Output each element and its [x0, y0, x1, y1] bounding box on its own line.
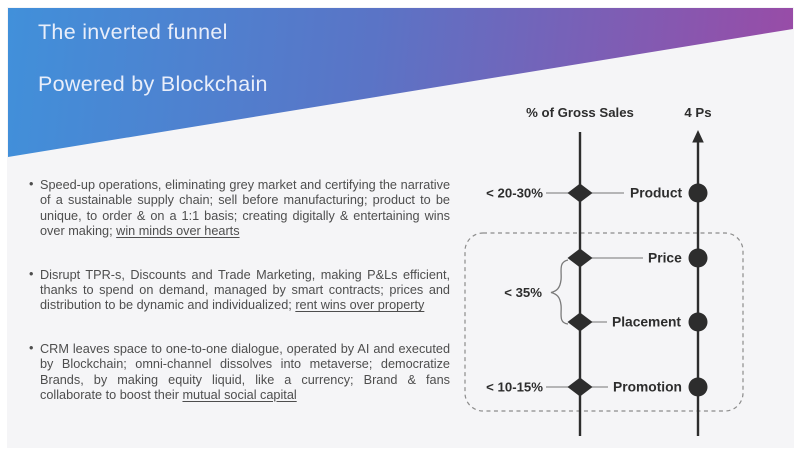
brace-icon: [550, 259, 569, 325]
diamond-marker-price: [567, 248, 593, 268]
slide: The inverted funnel Powered by Blockchai…: [7, 7, 794, 448]
bullet-underline-phrase: mutual social capital: [182, 388, 297, 403]
arrow-up-icon: [692, 130, 704, 143]
bullet-underline-phrase: rent wins over property: [295, 298, 425, 313]
circle-marker-promotion: [688, 377, 708, 397]
bullet-list: • Speed-up operations, eliminating grey …: [23, 177, 450, 431]
four-ps-axis-title: 4 Ps: [684, 105, 711, 120]
circle-marker-placement: [688, 312, 708, 332]
dashed-group-box: [464, 232, 744, 412]
label-price: Price: [648, 251, 682, 266]
diamond-marker-product: [567, 183, 593, 203]
bullet-dot: •: [29, 340, 34, 355]
bullet-item-operations: • Speed-up operations, eliminating grey …: [23, 177, 450, 240]
bullet-text: Speed-up operations, eliminating grey ma…: [40, 178, 450, 239]
bullet-item-trade-marketing: • Disrupt TPR-s, Discounts and Trade Mar…: [23, 266, 450, 314]
diamond-marker-placement: [567, 312, 593, 332]
slide-title: The inverted funnel: [38, 20, 228, 44]
circle-marker-price: [688, 248, 708, 268]
gross-sales-axis-title: % of Gross Sales: [526, 105, 634, 120]
bullet-text: CRM leaves space to one-to-one dialogue,…: [40, 341, 450, 403]
bullet-dot: •: [29, 177, 34, 191]
circle-marker-product: [688, 183, 708, 203]
bullet-underline-phrase: win minds over hearts: [116, 224, 240, 239]
diamond-marker-promotion: [567, 377, 593, 397]
slide-subtitle: Powered by Blockchain: [38, 72, 268, 96]
bullet-text: Disrupt TPR-s, Discounts and Trade Marke…: [40, 267, 450, 313]
pct-label-promotion: < 10-15%: [486, 380, 543, 395]
label-product: Product: [630, 186, 683, 201]
pct-label-product: < 20-30%: [486, 186, 543, 201]
funnel-diagram: % of Gross Sales 4 Ps: [464, 105, 744, 436]
bullet-item-crm: • CRM leaves space to one-to-one dialogu…: [23, 340, 450, 404]
bullet-dot: •: [29, 266, 34, 281]
pct-label-price-placement: < 35%: [504, 285, 542, 300]
label-promotion: Promotion: [613, 380, 682, 395]
label-placement: Placement: [612, 315, 681, 330]
